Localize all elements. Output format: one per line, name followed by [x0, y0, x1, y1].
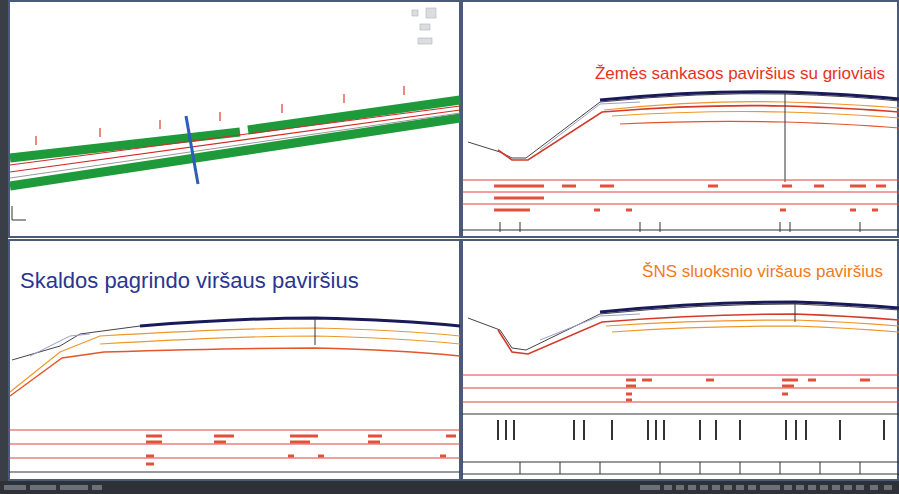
side-strip [0, 0, 8, 494]
plan-view [10, 8, 460, 220]
cross-section [462, 92, 899, 232]
viewport-frames [9, 1, 898, 480]
viewport-title: Žemės sankasos paviršius su grioviais [593, 64, 887, 84]
cross-section [9, 318, 460, 472]
viewport-title: Skaldos pagrindo viršaus paviršius [18, 268, 361, 293]
status-icons [4, 485, 892, 490]
cross-section [462, 302, 899, 474]
viewport-title: ŠNS sluoksnio viršaus paviršius [640, 262, 885, 282]
status-bar [0, 481, 899, 494]
